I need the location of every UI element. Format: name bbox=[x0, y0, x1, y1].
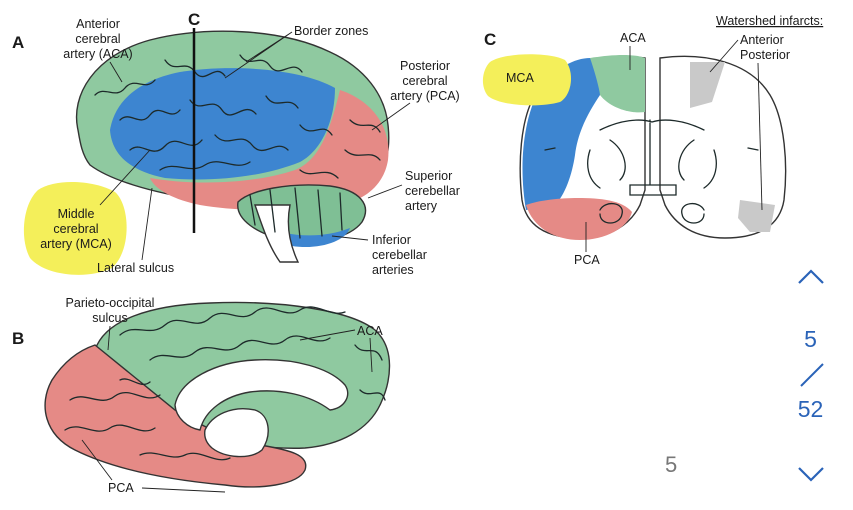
label-pca-lateral: Posterior cerebral artery (PCA) bbox=[390, 59, 459, 103]
thalamus bbox=[203, 408, 269, 458]
svg-text:cerebral: cerebral bbox=[75, 32, 120, 46]
svg-text:Inferior: Inferior bbox=[372, 233, 411, 247]
svg-text:artery: artery bbox=[405, 199, 438, 213]
label-aca-lateral: Anterior cerebral artery (ACA) bbox=[63, 17, 132, 61]
svg-text:cerebellar: cerebellar bbox=[405, 184, 460, 198]
mca-highlight-coronal bbox=[482, 54, 572, 106]
leader-aca-lateral bbox=[109, 61, 123, 83]
chevron-up-icon bbox=[798, 269, 824, 284]
section-label-c: C bbox=[188, 10, 200, 29]
corpus-callosum bbox=[174, 359, 349, 431]
leader-superior-cerebellar bbox=[367, 184, 403, 199]
label-aca-coronal: ACA bbox=[620, 31, 646, 45]
leader-inferior-cerebellar bbox=[331, 235, 369, 241]
svg-text:artery (PCA): artery (PCA) bbox=[390, 89, 459, 103]
panel-label-b: B bbox=[12, 329, 24, 348]
svg-text:Posterior: Posterior bbox=[400, 59, 450, 73]
panel-label-a: A bbox=[12, 33, 24, 52]
leader-lateral-sulcus bbox=[141, 187, 153, 261]
medial-brain-figure bbox=[44, 301, 391, 488]
label-superior-cerebellar: Superior cerebellar artery bbox=[405, 169, 460, 213]
label-mca-lateral: Middle cerebral artery (MCA) bbox=[40, 207, 112, 251]
watershed-anterior bbox=[690, 62, 725, 108]
watershed-posterior bbox=[738, 200, 775, 232]
svg-text:artery (ACA): artery (ACA) bbox=[63, 47, 132, 61]
brainstem bbox=[254, 204, 300, 263]
coronal-internal-structures bbox=[544, 119, 759, 224]
leader-border-zones bbox=[224, 31, 293, 79]
current-page: 5 bbox=[804, 326, 817, 352]
label-watershed-posterior: Posterior bbox=[740, 48, 790, 62]
label-pca-medial: PCA bbox=[108, 481, 134, 495]
label-inferior-cerebellar: Inferior cerebellar arteries bbox=[372, 233, 427, 277]
leader-parieto-occipital bbox=[107, 325, 111, 351]
svg-text:cerebral: cerebral bbox=[402, 74, 447, 88]
label-parieto-occipital: Parieto-occipital sulcus bbox=[66, 296, 155, 325]
panel-label-c: C bbox=[484, 30, 496, 49]
svg-text:Parieto-occipital: Parieto-occipital bbox=[66, 296, 155, 310]
leader-pca-lateral bbox=[371, 102, 411, 131]
svg-text:cerebral: cerebral bbox=[53, 222, 98, 236]
lateral-brain-figure bbox=[75, 28, 390, 263]
chevron-down-icon bbox=[798, 467, 824, 482]
svg-text:cerebellar: cerebellar bbox=[372, 248, 427, 262]
svg-text:Middle: Middle bbox=[58, 207, 95, 221]
slide-number: 5 bbox=[665, 452, 678, 477]
svg-text:Superior: Superior bbox=[405, 169, 452, 183]
leader-mca-lateral bbox=[99, 149, 151, 206]
leader-aca-medial bbox=[299, 329, 373, 373]
label-watershed-title: Watershed infarcts: bbox=[716, 14, 823, 28]
svg-text:arteries: arteries bbox=[372, 263, 414, 277]
page-separator bbox=[800, 363, 824, 387]
pca-territory-coronal bbox=[526, 198, 632, 240]
mca-highlight-lateral bbox=[23, 181, 127, 275]
label-border-zones: Border zones bbox=[294, 24, 368, 38]
medial-gyri-lines bbox=[64, 306, 386, 461]
gyri-lines bbox=[94, 54, 381, 239]
label-pca-coronal: PCA bbox=[574, 253, 600, 267]
page-navigator: 5 52 bbox=[773, 250, 853, 505]
prev-page-button[interactable] bbox=[791, 256, 831, 296]
leader-watershed-posterior bbox=[757, 62, 763, 211]
label-aca-medial: ACA bbox=[357, 324, 383, 338]
svg-text:Anterior: Anterior bbox=[76, 17, 120, 31]
leader-pca-medial bbox=[81, 439, 226, 493]
mca-territory-lateral bbox=[110, 68, 335, 180]
aca-territory-coronal bbox=[589, 55, 645, 113]
svg-text:sulcus: sulcus bbox=[92, 311, 127, 325]
next-page-button[interactable] bbox=[791, 455, 831, 495]
svg-text:artery (MCA): artery (MCA) bbox=[40, 237, 112, 251]
label-mca-coronal: MCA bbox=[506, 71, 534, 85]
label-watershed-anterior: Anterior bbox=[740, 33, 784, 47]
label-lateral-sulcus: Lateral sulcus bbox=[97, 261, 174, 275]
leader-watershed-anterior bbox=[709, 39, 739, 73]
pca-territory-lateral bbox=[150, 90, 389, 211]
total-pages: 52 bbox=[797, 396, 824, 422]
